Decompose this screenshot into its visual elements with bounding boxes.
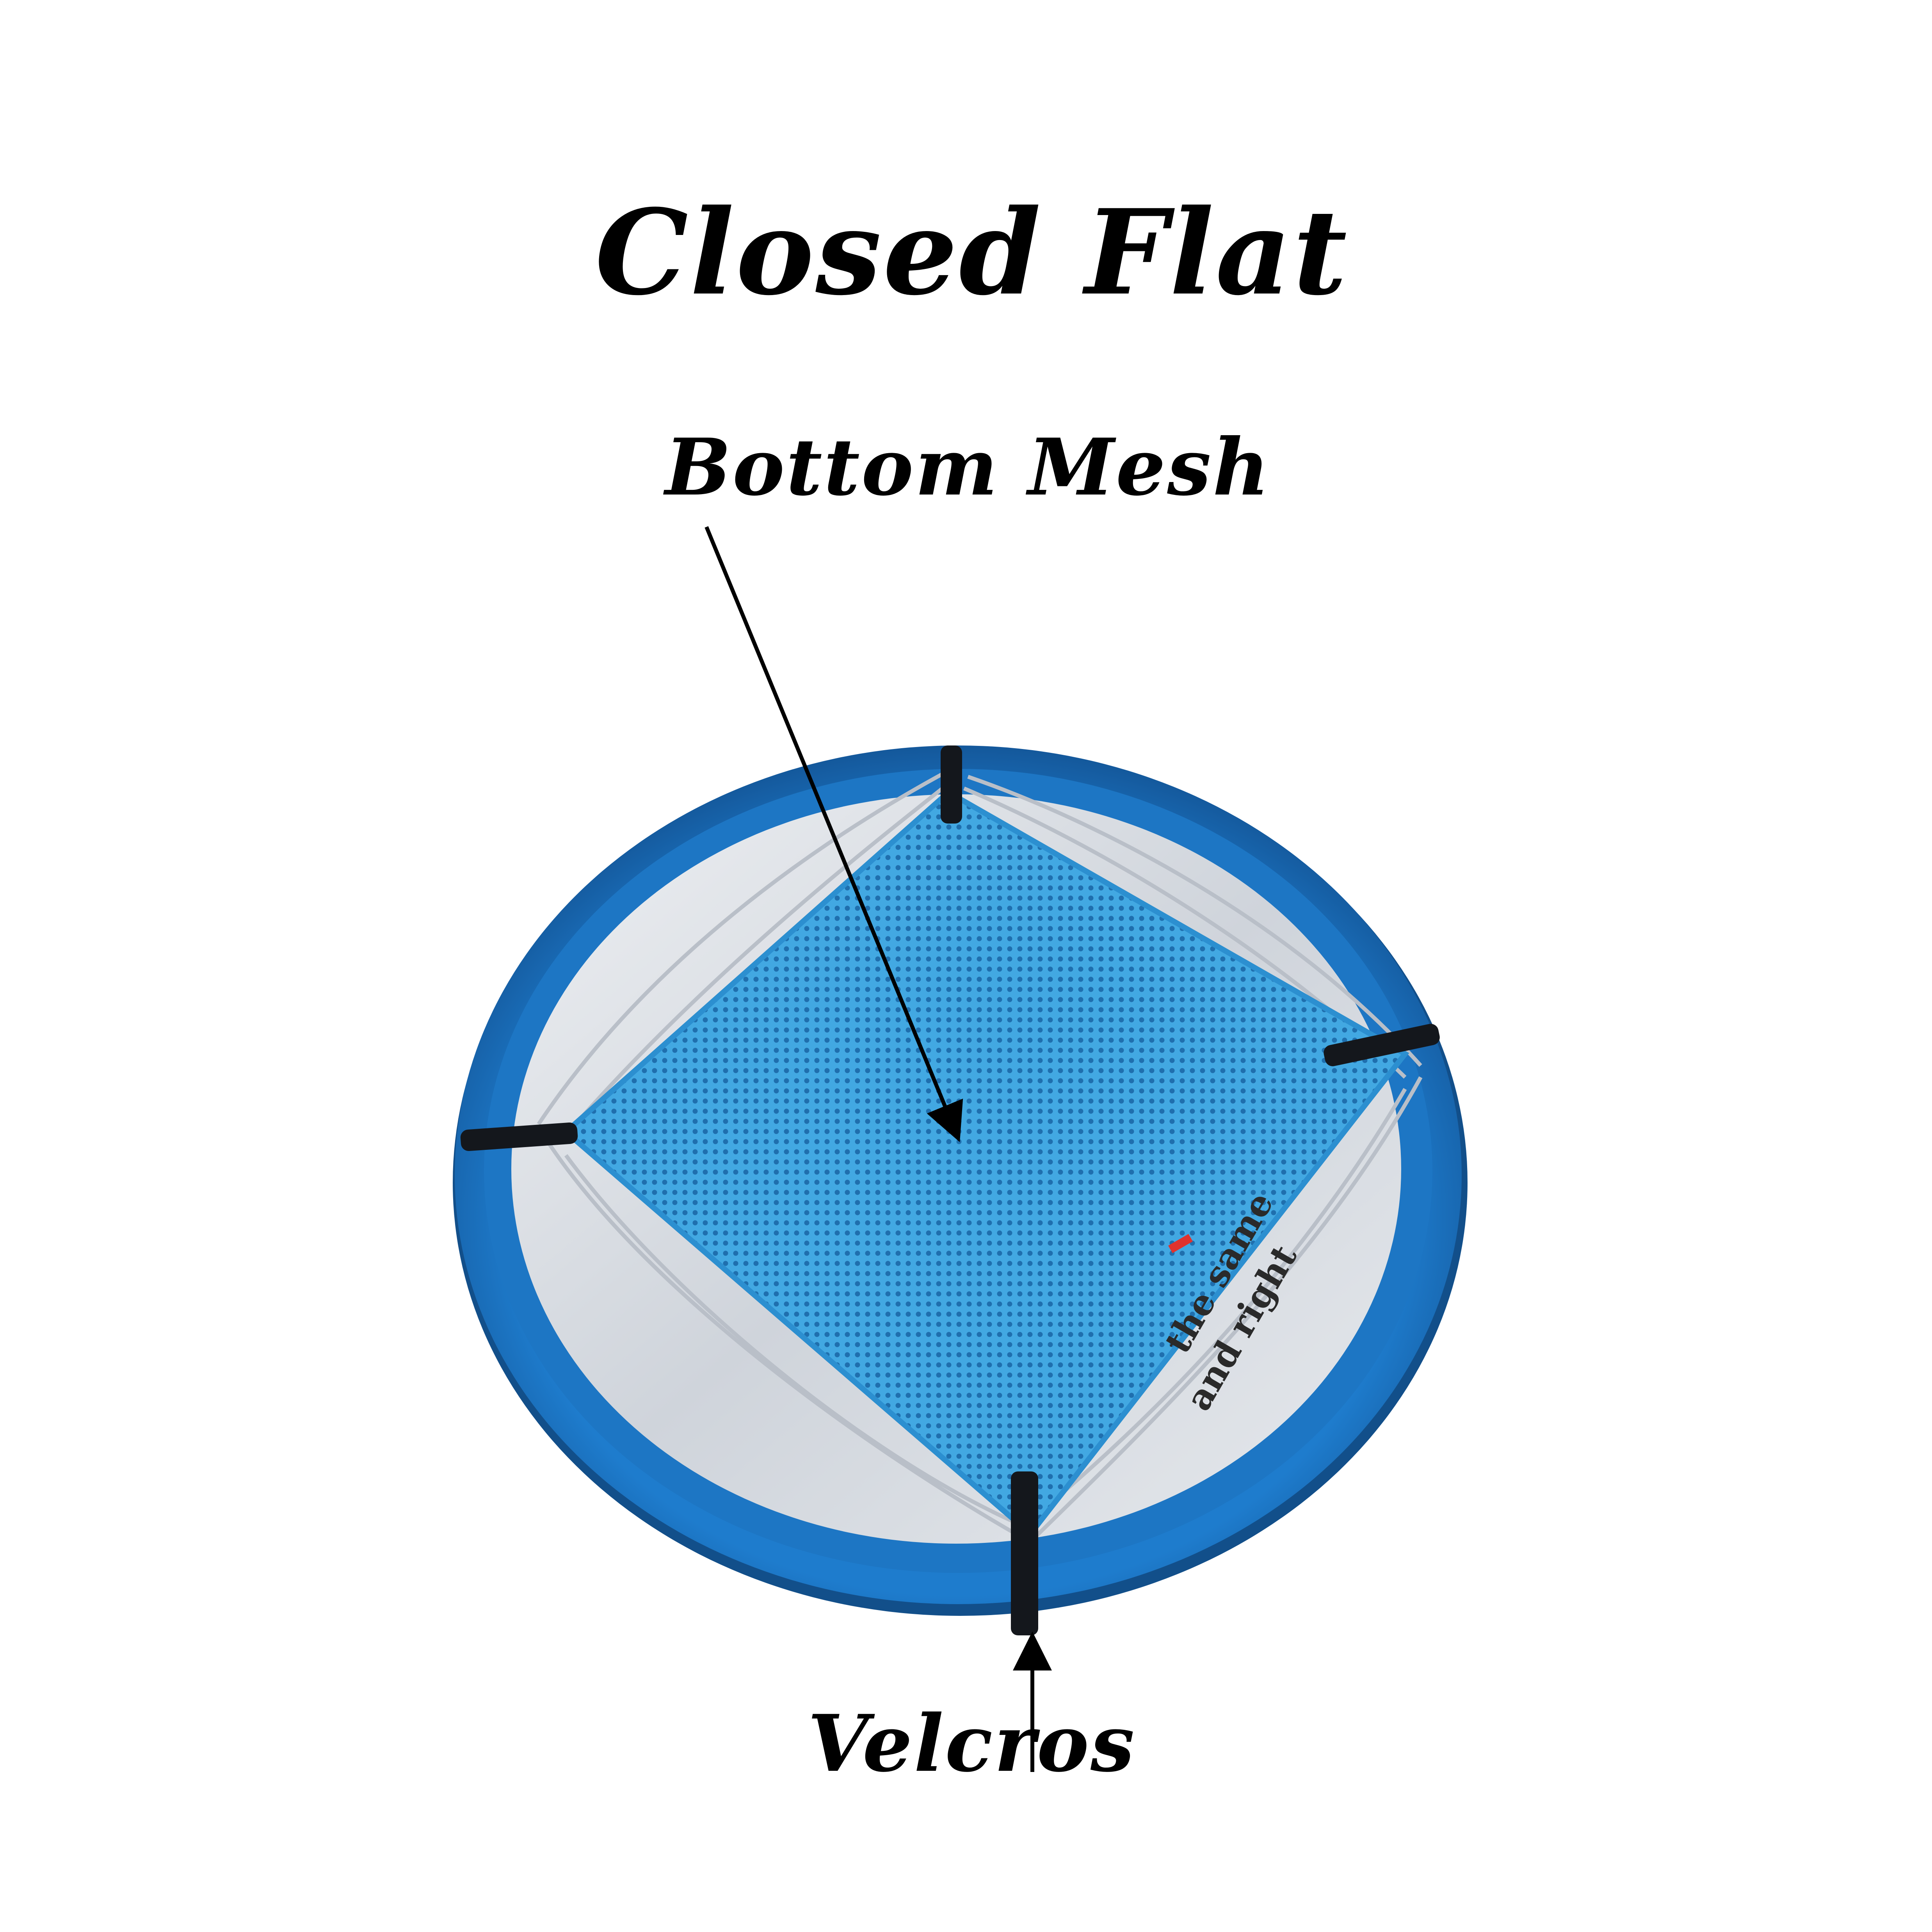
fabric-folds xyxy=(537,771,1423,1543)
velcro-strap-bottom xyxy=(1011,1471,1038,1635)
velcro-strap-top xyxy=(941,745,962,824)
velcro-straps xyxy=(460,745,1440,1635)
velcros-label: Velcros xyxy=(808,1698,1136,1790)
velcro-strap-right xyxy=(1324,1024,1440,1066)
bottom-mesh-label: Bottom Mesh xyxy=(665,422,1271,513)
bottom-mesh-arrow xyxy=(704,526,963,1142)
page-title: Closed Flat xyxy=(595,183,1349,321)
velcro-strap-left xyxy=(460,1122,578,1151)
